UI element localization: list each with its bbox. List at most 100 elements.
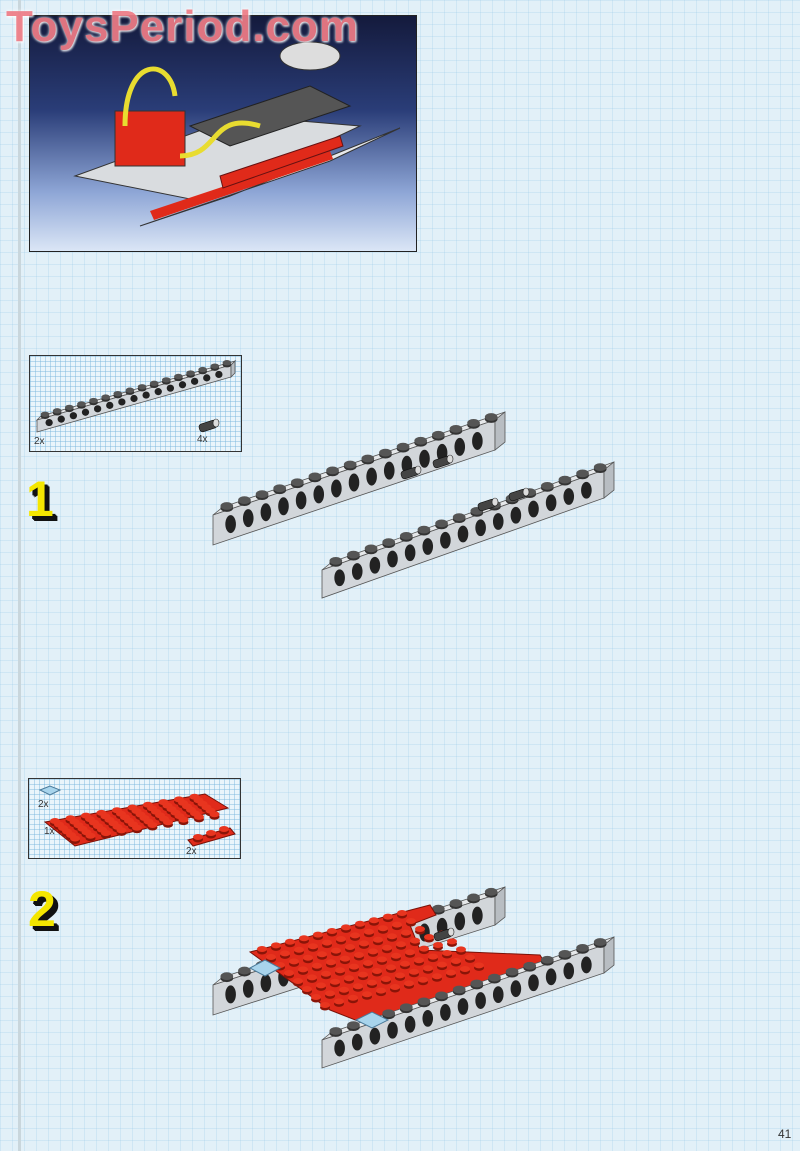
plate-stud-top	[376, 987, 386, 994]
beam-stud-top	[77, 401, 86, 407]
plate-top	[248, 904, 549, 1026]
beam-end	[494, 886, 506, 926]
plate-stud-top	[280, 950, 290, 957]
plate	[187, 826, 236, 847]
beam-hole	[422, 538, 434, 555]
technic-beam	[321, 936, 615, 1069]
plate-stud-top	[326, 959, 336, 966]
model-illustration	[73, 41, 401, 227]
plate-stud-top	[209, 811, 220, 818]
plate-stud-top	[383, 913, 393, 920]
beam-stud-top	[361, 454, 375, 463]
beam-stud-top	[40, 411, 50, 417]
plate-stud-top	[285, 938, 295, 945]
beam-hole	[295, 491, 307, 510]
plate-stud-top	[257, 946, 267, 952]
beam-hole	[528, 500, 539, 518]
beam-stud-top	[326, 466, 339, 475]
plate-stud-top	[410, 937, 420, 944]
beam-hole	[383, 461, 395, 480]
plate-stud-top	[330, 978, 340, 985]
plate-stud-top	[359, 940, 369, 947]
plate-stud-top	[284, 970, 294, 976]
beam-stud-top	[149, 380, 159, 387]
beam-hole	[331, 479, 342, 498]
beam-stud-top	[125, 387, 135, 393]
beam-hole	[545, 494, 557, 512]
plate-stud-top	[85, 832, 96, 839]
plate-stud-top	[316, 982, 326, 989]
beam-hole	[166, 384, 175, 392]
plate-stud-top	[418, 976, 428, 983]
beam-hole	[387, 550, 398, 568]
plate-stud-top	[372, 968, 382, 974]
beam-hole	[475, 992, 486, 1009]
beam-stud-top	[382, 538, 396, 547]
plate-stud-top	[415, 926, 425, 932]
beam-hole	[404, 544, 416, 562]
plate-stud-top	[433, 942, 443, 948]
plate-stud-top	[299, 935, 309, 942]
beam-hole	[260, 503, 272, 522]
plate-stud-top	[339, 986, 349, 993]
beam-hole	[419, 449, 430, 468]
beam-stud-top	[238, 966, 251, 975]
beam-hole	[203, 374, 211, 382]
pin-end	[491, 497, 499, 507]
beam-stud-top	[417, 997, 431, 1006]
light-blue-plate	[248, 959, 282, 977]
plate-stud-top	[219, 826, 229, 832]
plate-stud-top	[369, 917, 379, 924]
beam-hole	[106, 401, 114, 409]
technic-beam	[212, 411, 506, 546]
step-number: 1	[26, 471, 54, 527]
plate-stud-top	[311, 994, 321, 1000]
plate-stud-top	[70, 835, 80, 842]
technic-pin	[198, 418, 220, 433]
beam-hole	[190, 377, 199, 385]
beam-stud-top	[210, 363, 220, 369]
beam-stud-top	[255, 490, 269, 499]
beam-stud-top	[558, 949, 572, 958]
plate-stud-top	[320, 1002, 330, 1008]
plate-stud-top	[392, 921, 402, 928]
technic-pin	[432, 454, 454, 469]
hull-stripe	[150, 151, 333, 220]
plate-stud-top	[363, 960, 373, 966]
beam-hole	[422, 1009, 434, 1027]
beam-hole	[334, 569, 345, 587]
beam-hole	[93, 405, 102, 413]
hose	[122, 66, 178, 127]
plate-stud-top	[298, 966, 308, 973]
beam-stud-top	[488, 973, 501, 982]
plate-stud-top	[132, 824, 142, 831]
beam-hole	[440, 1004, 451, 1021]
plate-stud-top	[460, 966, 470, 972]
beam-stud-top	[198, 366, 208, 373]
beam-hole	[334, 1039, 345, 1057]
technic-pin	[433, 927, 455, 942]
plate-stud-top	[364, 928, 374, 935]
beam-stud-top	[382, 1009, 396, 1018]
beam-stud-top	[449, 899, 463, 907]
pin-end	[212, 418, 220, 428]
beam-stud-top	[290, 478, 304, 487]
beam-stud-top	[558, 475, 572, 484]
beam-hole	[404, 1015, 416, 1033]
beam-stud-top	[64, 404, 74, 411]
beam-hole	[472, 906, 483, 925]
beam-end	[603, 936, 615, 974]
technic-beam	[35, 360, 237, 433]
plate-stud-top	[147, 822, 158, 828]
beam-end	[603, 461, 615, 499]
beam-hole	[178, 381, 187, 389]
beam-hole	[215, 370, 223, 379]
beam-stud-top	[174, 373, 183, 380]
beam-stud-top	[220, 972, 234, 981]
pin-end	[446, 454, 454, 464]
beam-stud-top	[101, 394, 111, 400]
beam-hole	[563, 488, 575, 505]
plate-stud-top	[397, 910, 407, 916]
plate-stud-top	[266, 954, 276, 960]
beam-hole	[454, 437, 466, 456]
